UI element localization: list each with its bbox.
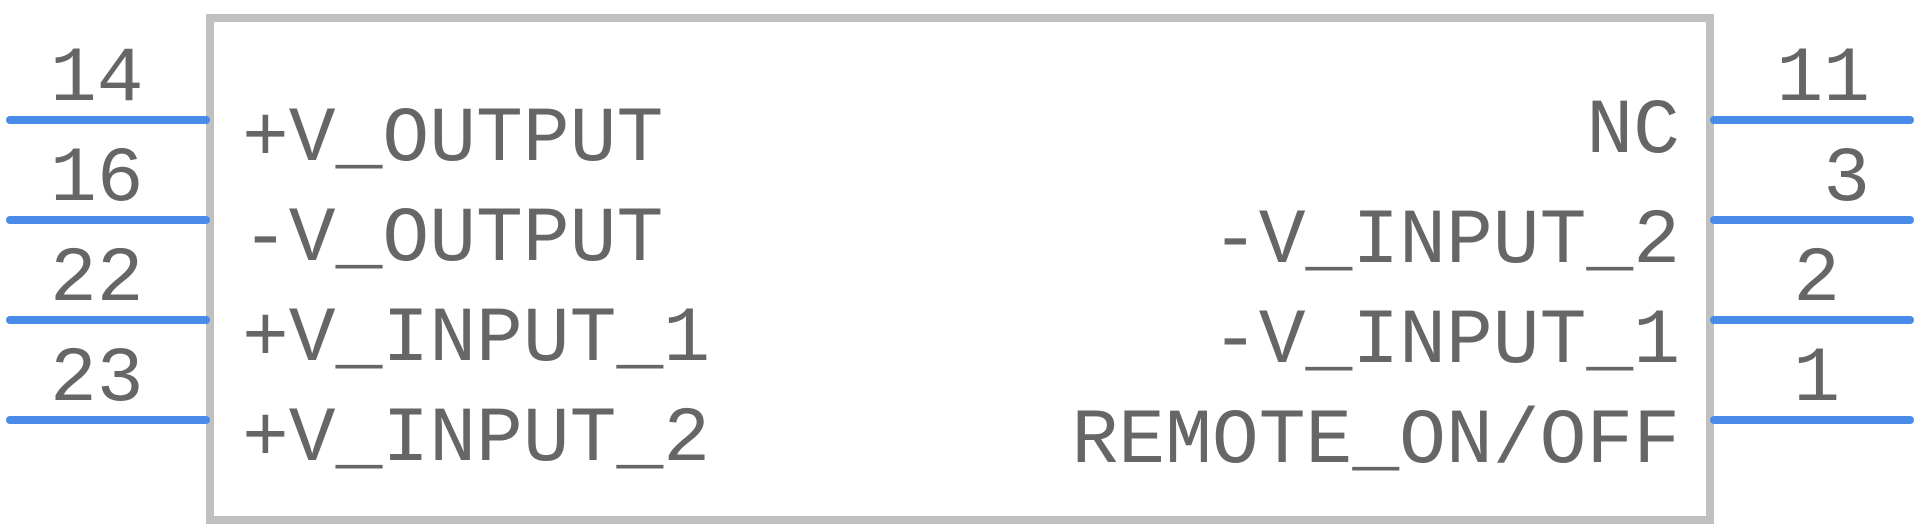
right-pin-label: -V_INPUT_1 <box>1212 298 1680 386</box>
right-pin-label: -V_INPUT_2 <box>1212 198 1680 286</box>
left-pin-group: 14 +V_OUTPUT 16 -V_OUTPUT 22 +V_INPUT_1 … <box>6 36 710 484</box>
left-pin-number: 14 <box>50 36 144 124</box>
right-pin-number: 11 <box>1776 36 1870 124</box>
component-body <box>206 14 1714 524</box>
left-pin-label: +V_OUTPUT <box>242 96 663 184</box>
left-pin-label: +V_INPUT_2 <box>242 396 710 484</box>
left-pin-number: 16 <box>50 136 144 224</box>
left-pin-number: 23 <box>50 336 144 424</box>
left-pin-number: 22 <box>50 236 144 324</box>
left-pin-label: +V_INPUT_1 <box>242 296 710 384</box>
left-pin-label: -V_OUTPUT <box>242 196 663 284</box>
right-pin-number: 2 <box>1793 236 1840 324</box>
right-pin-label: REMOTE_ON/OFF <box>1072 398 1681 486</box>
right-pin-group: 11 NC 3 -V_INPUT_2 2 -V_INPUT_1 1 REMOTE… <box>1072 36 1914 486</box>
right-pin-label: NC <box>1586 88 1680 176</box>
right-pin-number: 1 <box>1793 336 1840 424</box>
right-pin-number: 3 <box>1823 136 1870 224</box>
